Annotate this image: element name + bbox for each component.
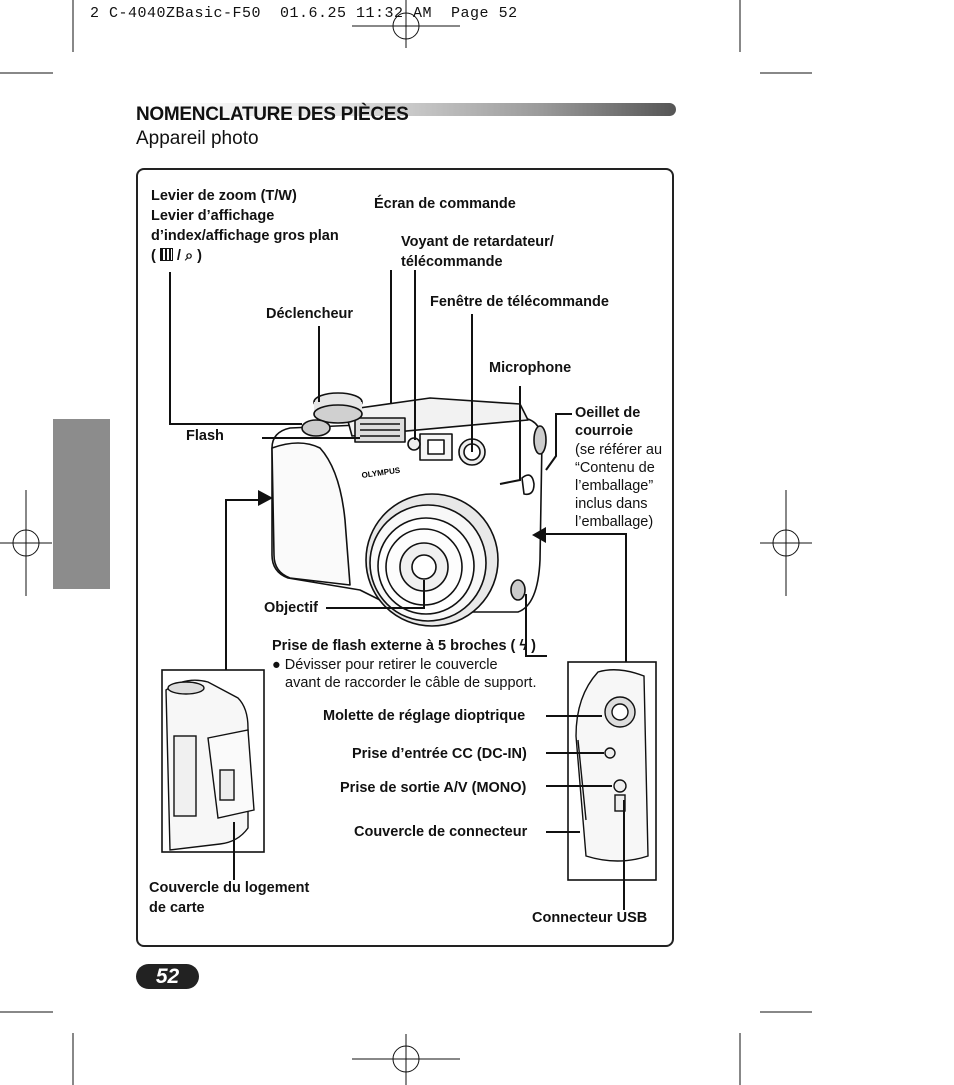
label-display-lever: Levier d’affichage: [151, 208, 275, 224]
diagram-frame: [136, 168, 674, 947]
note-unscrew-1: ● Dévisser pour retirer le couvercle: [272, 656, 498, 674]
note-strap-4: inclus dans: [575, 496, 648, 512]
slash: /: [176, 248, 181, 264]
label-usb-connector: Connecteur USB: [532, 910, 648, 926]
label-av-out: Prise de sortie A/V (MONO): [340, 780, 527, 796]
label-remote-lamp: télécommande: [401, 254, 503, 270]
label-strap-eyelet: Oeillet de: [575, 405, 641, 421]
label-flash: Flash: [186, 428, 224, 444]
magnifier-icon: ⌕: [184, 248, 194, 264]
bullet-icon: ●: [272, 657, 281, 673]
print-header: 2 C-4040ZBasic-F50 01.6.25 11:32 AM Page…: [90, 5, 518, 22]
label-index-closeup: d’index/affichage gros plan: [151, 228, 339, 244]
flash-bolt-icon: ϟ: [519, 638, 528, 654]
label-dc-in: Prise d’entrée CC (DC-IN): [352, 746, 527, 762]
label-zoom-symbols: ( / ⌕ ): [151, 246, 202, 266]
paren-close: ): [197, 248, 202, 264]
label-shutter-button: Déclencheur: [266, 306, 354, 322]
label-card-cover: Couvercle du logement: [149, 880, 310, 896]
section-subtitle: Appareil photo: [136, 128, 259, 149]
label-strap-eyelet-2: courroie: [575, 423, 634, 439]
label-ext-flash-socket: Prise de flash externe à 5 broches ( ϟ ): [272, 636, 536, 656]
label-lens: Objectif: [264, 600, 318, 616]
note-strap-2: “Contenu de: [575, 460, 655, 476]
label-card-cover-2: de carte: [149, 900, 205, 916]
note-strap-3: l’emballage”: [575, 478, 654, 494]
note-unscrew-2: avant de raccorder le câble de support.: [285, 675, 537, 691]
label-microphone: Microphone: [489, 360, 572, 376]
section-tab: [53, 419, 110, 589]
ext-flash-paren: ): [531, 638, 536, 654]
label-remote-window: Fenêtre de télécommande: [430, 294, 609, 310]
index-grid-icon: [159, 248, 173, 261]
section-title: NOMENCLATURE DES PIÈCES: [136, 104, 409, 125]
label-connector-cover: Couvercle de connecteur: [354, 824, 528, 840]
label-zoom-lever: Levier de zoom (T/W): [151, 188, 297, 204]
label-diopter-dial: Molette de réglage dioptrique: [323, 708, 526, 724]
note-strap-1: (se référer au: [575, 442, 663, 458]
ext-flash-text: Prise de flash externe à 5 broches (: [272, 638, 516, 654]
label-control-panel: Écran de commande: [374, 196, 516, 212]
camera-grip: [271, 442, 351, 586]
paren-open: (: [151, 248, 156, 264]
label-self-timer-lamp: Voyant de retardateur/: [401, 234, 554, 250]
note-unscrew-text: Dévisser pour retirer le couvercle: [284, 657, 498, 673]
title-bar: [138, 103, 676, 116]
note-strap-5: l’emballage): [575, 514, 654, 530]
page-number: 52: [136, 964, 199, 989]
